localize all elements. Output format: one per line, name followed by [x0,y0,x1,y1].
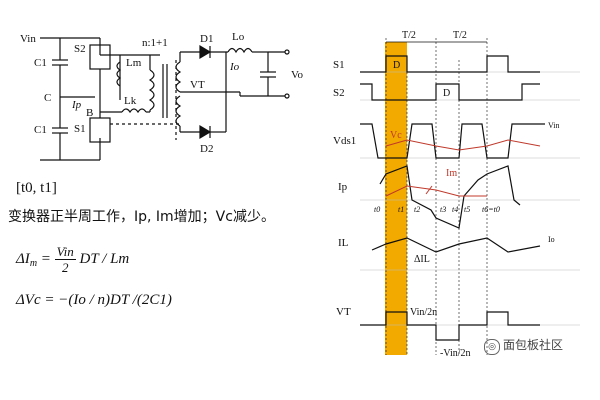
label-vt-neg: -Vin/2n [440,348,471,359]
eq1-fraction: Vin 2 [54,244,76,275]
tick-t6: t6=t0 [482,205,500,214]
label-delta-il: ΔIL [414,254,430,265]
label-node-b: B [86,107,93,119]
label-lm: Lm [126,57,142,69]
label-vt: VT [190,79,205,91]
label-im: Im [446,168,457,179]
label-lk: Lk [124,95,137,107]
equation-delta-vc: ΔVc = −(Io / n)DT /(2C1) [16,292,172,308]
trace-il [371,237,541,253]
arrow-im [425,185,433,195]
output-terminal-pos [284,49,290,55]
circuit-labels: Vin C1 C C1 S2 S1 B Ip Lm Lk n:1+1 D1 D2… [20,31,304,155]
tick-t4: t4 [452,205,458,214]
label-lo: Lo [232,31,245,43]
label-s1: S1 [74,123,86,135]
label-io-right: Io [548,235,555,244]
eq1-lhs: ΔI [16,250,30,267]
label-ip-wave: Ip [338,181,348,193]
trace-vc [385,139,541,151]
label-vds1: Vds1 [333,135,356,147]
trace-vds1 [360,123,545,159]
watermark-text: 面包板社区 [503,338,564,352]
label-vin-right: Vin [548,121,560,130]
label-vo: Vo [291,69,304,81]
interval-label: [t0, t1] [16,180,57,196]
transformer-primary [148,69,155,111]
label-vt-pos: Vin/2n [410,307,437,318]
label-d2: D2 [200,143,213,155]
description-text: 变换器正半周工作，Ip, Im增加；Vc减少。 [8,209,275,225]
output-terminal-neg [284,93,290,99]
equation-delta-im: ΔIm = Vin 2 DT / Lm [16,244,130,275]
transformer-secondary-2 [175,95,182,127]
inductor-lm [116,61,122,87]
label-vin: Vin [20,33,36,45]
label-vc: Vc [390,130,402,141]
label-ratio: n:1+1 [142,37,168,49]
waveform-traces [360,55,545,341]
tick-t3: t3 [440,205,446,214]
label-half-period-1: T/2 [402,30,416,41]
trace-s1 [360,55,540,73]
diode-d1 [199,44,212,60]
label-s1-pulse: D [393,60,400,71]
label-c1-bottom: C1 [34,124,47,136]
time-ticks: t0 t1 t2 t3 t4 t5 t6=t0 [374,205,500,214]
watermark-icon: ◎ [484,339,500,355]
label-vt-wave: VT [336,306,351,318]
diode-d2 [199,124,212,140]
label-d1: D1 [200,33,213,45]
tick-t0: t0 [374,205,380,214]
eq1-sub: m [29,257,38,269]
label-s2: S2 [74,43,86,55]
label-c: C [44,92,51,104]
eq1-numerator: Vin [54,244,76,260]
inductor-lk [121,108,147,114]
tick-t5: t5 [464,205,470,214]
inductor-lo [227,47,253,54]
label-s2-wave: S2 [333,87,345,99]
trace-ip [379,165,521,229]
trace-vt [360,311,540,341]
label-s1-wave: S1 [333,59,345,71]
label-half-period-2: T/2 [453,30,467,41]
label-c1-top: C1 [34,57,47,69]
trace-im [385,185,487,197]
trace-s2 [360,83,540,101]
eq1-rest: DT / Lm [79,250,130,267]
label-s2-pulse: D [443,88,450,99]
transformer-secondary-1 [175,61,182,93]
label-ip: Ip [71,99,82,111]
circuit-schematic [40,37,290,161]
waveform-labels: S1 S2 D D Vds1 Vc Vin Ip Im IL Io ΔIL VT… [333,59,560,359]
annotation-traces [385,139,541,197]
highlight-band [385,42,407,355]
tick-t1: t1 [398,205,404,214]
label-io: Io [229,61,240,73]
tick-t2: t2 [414,205,420,214]
label-il: IL [338,237,349,249]
eq1-denominator: 2 [61,260,69,275]
watermark: ◎面包板社区 [484,336,563,355]
